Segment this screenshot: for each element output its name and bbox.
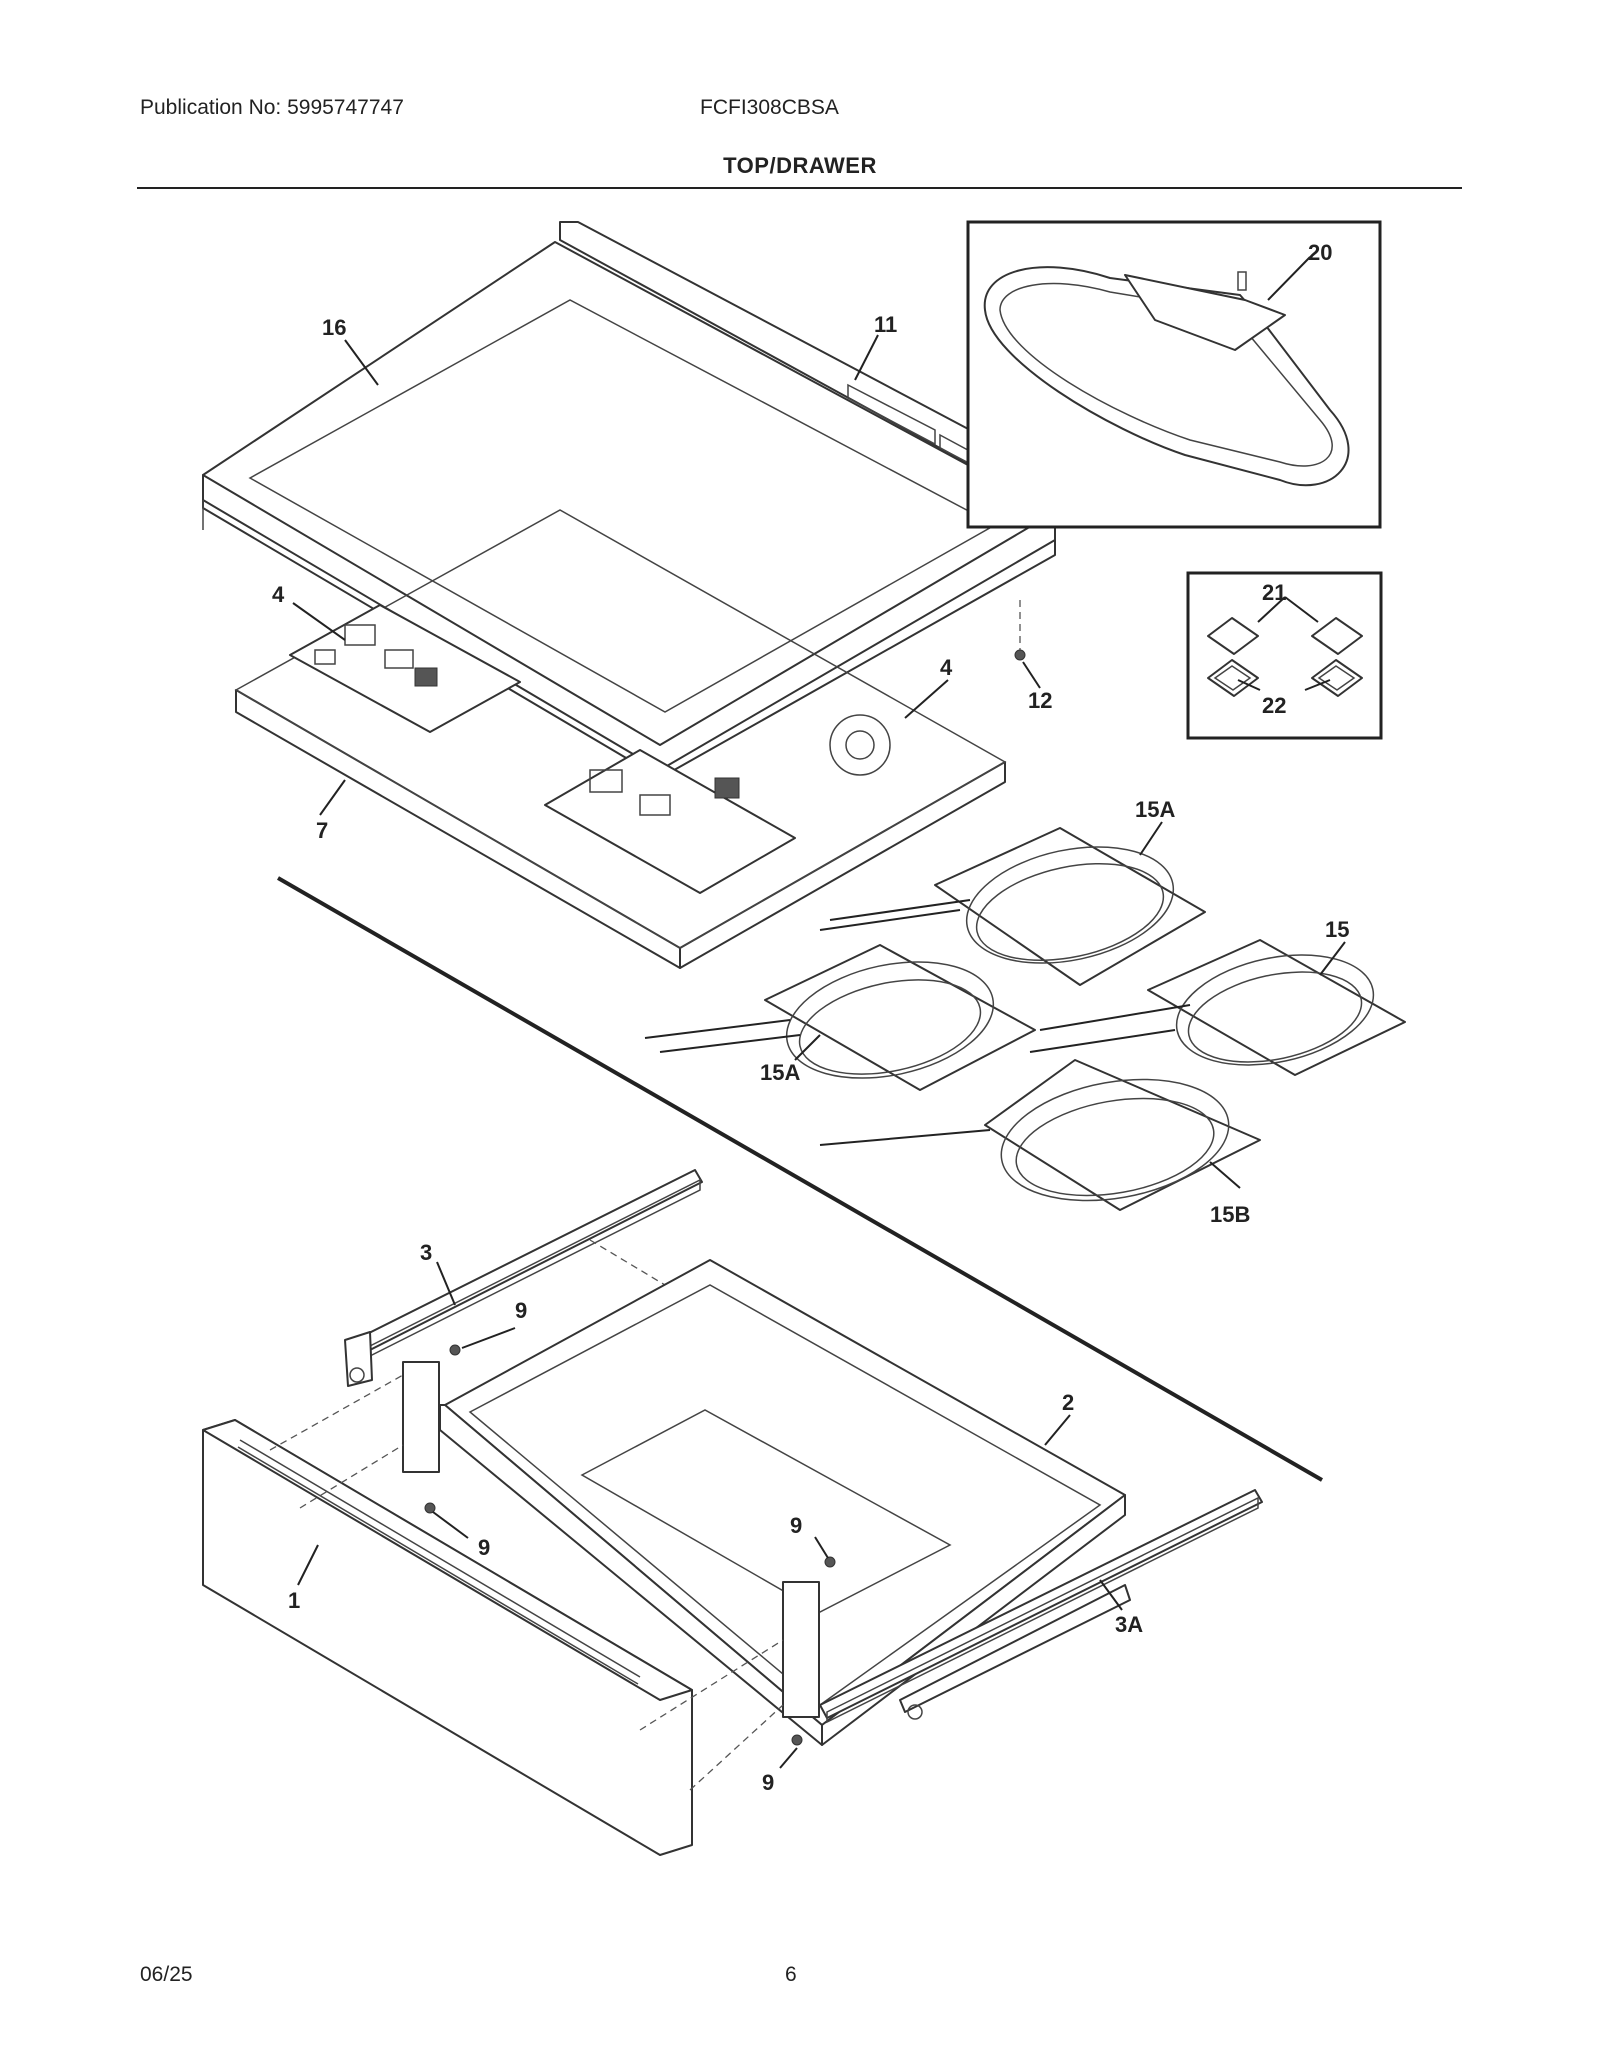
part-4-control-board-left — [289, 604, 521, 733]
header-rule — [137, 187, 1462, 189]
callout-2: 2 — [1062, 1390, 1074, 1415]
part-15a-coil-left — [644, 944, 1036, 1091]
callout-20: 20 — [1308, 240, 1332, 265]
part-4-control-board-right — [544, 714, 891, 894]
callout-7: 7 — [316, 818, 328, 843]
section-divider-line — [277, 876, 1323, 1482]
callout-16: 16 — [322, 315, 346, 340]
part-12-screw — [1014, 600, 1026, 661]
part-2-drawer-body — [402, 1259, 1126, 1746]
callout-9-left: 9 — [478, 1535, 490, 1560]
footer-page-number: 6 — [785, 1963, 797, 1986]
callout-15a-lower: 15A — [760, 1060, 800, 1085]
callout-9-center: 9 — [790, 1513, 802, 1538]
part-15-coil-right — [1029, 939, 1406, 1076]
part-15b-coil-lower — [819, 1059, 1261, 1211]
publication-number: Publication No: 5995747747 — [140, 96, 404, 119]
callout-1: 1 — [288, 1588, 300, 1613]
callout-9-top: 9 — [515, 1298, 527, 1323]
inset-box-20 — [966, 220, 1382, 529]
section-title: TOP/DRAWER — [723, 153, 877, 178]
callout-15b: 15B — [1210, 1202, 1250, 1227]
leader-lines — [292, 256, 1346, 1769]
part-7-burner-box — [234, 509, 1007, 969]
callout-3: 3 — [420, 1240, 432, 1265]
callout-9-bottom: 9 — [762, 1770, 774, 1795]
footer-date: 06/25 — [140, 1963, 193, 1986]
callout-4-left: 4 — [272, 582, 285, 607]
inset-box-21-22 — [1186, 571, 1383, 740]
callout-22: 22 — [1262, 693, 1286, 718]
part-3-drawer-slide-left — [344, 1169, 703, 1387]
model-number: FCFI308CBSA — [700, 96, 839, 119]
part-9-screws — [424, 1344, 836, 1746]
callout-3a: 3A — [1115, 1612, 1143, 1637]
part-1-drawer-front-panel — [202, 1419, 693, 1856]
callout-4-right: 4 — [940, 655, 953, 680]
part-15a-coil-upper — [819, 827, 1206, 986]
callout-15a-upper: 15A — [1135, 797, 1175, 822]
callout-21: 21 — [1262, 580, 1286, 605]
callout-15: 15 — [1325, 917, 1349, 942]
callout-11: 11 — [874, 312, 897, 337]
callout-labels: 16 11 20 21 22 4 4 12 7 15A 15 15A 15B 3… — [272, 240, 1349, 1795]
callout-12: 12 — [1028, 688, 1052, 713]
part-3a-drawer-slide-right — [819, 1489, 1263, 1724]
